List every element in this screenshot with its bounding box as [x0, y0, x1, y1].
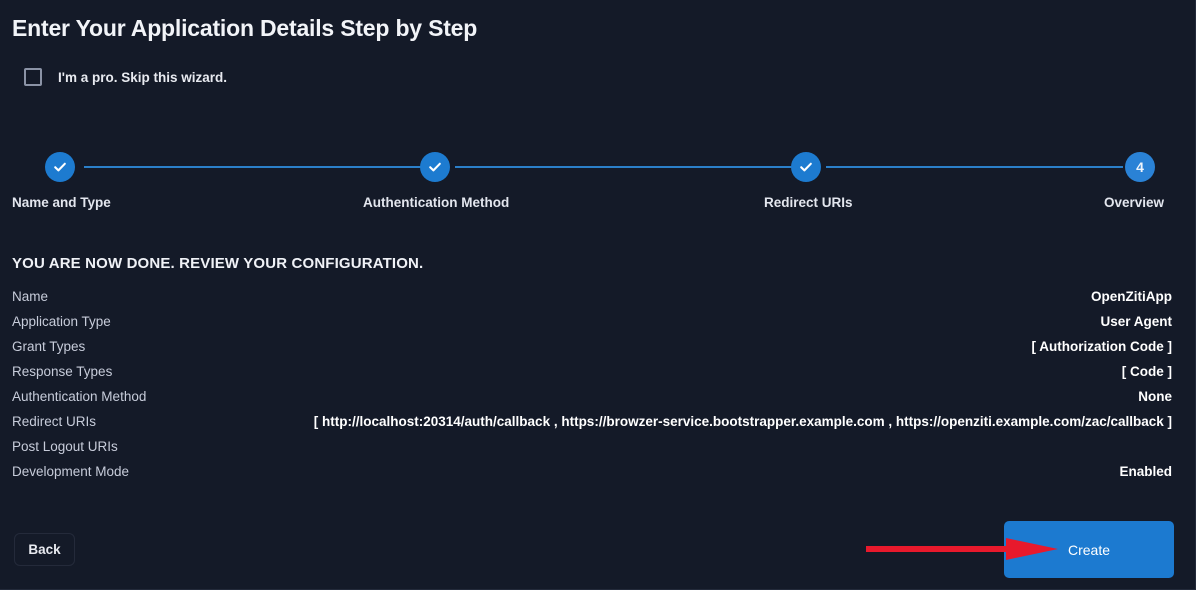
summary-key-authentication-method: Authentication Method: [12, 389, 147, 404]
table-row: Post Logout URIs: [12, 439, 1172, 464]
table-row: Name OpenZitiApp: [12, 289, 1172, 314]
step-connector-3-4: [826, 166, 1123, 168]
step-circle-name-and-type[interactable]: [45, 152, 75, 182]
create-button[interactable]: Create: [1004, 521, 1174, 578]
skip-wizard-label: I'm a pro. Skip this wizard.: [58, 69, 227, 85]
table-row: Application Type User Agent: [12, 314, 1172, 339]
summary-value-application-type: User Agent: [1100, 314, 1172, 329]
table-row: Development Mode Enabled: [12, 464, 1172, 489]
configuration-summary-table: Name OpenZitiApp Application Type User A…: [12, 289, 1172, 489]
summary-key-redirect-uris: Redirect URIs: [12, 414, 97, 429]
summary-value-grant-types: [ Authorization Code ]: [1031, 339, 1172, 354]
table-row: Redirect URIs [ http://localhost:20314/a…: [12, 414, 1172, 439]
summary-value-authentication-method: None: [1138, 389, 1172, 404]
check-icon: [54, 162, 66, 172]
summary-value-redirect-uris: [ http://localhost:20314/auth/callback ,…: [313, 414, 1172, 429]
page-title: Enter Your Application Details Step by S…: [12, 15, 478, 41]
summary-value-name: OpenZitiApp: [1091, 289, 1172, 304]
table-row: Grant Types [ Authorization Code ]: [12, 339, 1172, 364]
step-circle-redirect-uris[interactable]: [791, 152, 821, 182]
wizard-step-labels: Name and Type Authentication Method Redi…: [0, 195, 1196, 215]
step-circle-authentication-method[interactable]: [420, 152, 450, 182]
summary-key-grant-types: Grant Types: [12, 339, 86, 354]
summary-value-development-mode: Enabled: [1119, 464, 1172, 479]
check-icon: [800, 162, 812, 172]
step-number-label: 4: [1136, 159, 1144, 175]
step-connector-1-2: [84, 166, 421, 168]
back-button[interactable]: Back: [14, 533, 75, 566]
checkbox-unchecked-icon[interactable]: [24, 68, 42, 86]
step-label-overview: Overview: [1104, 195, 1165, 210]
check-icon: [429, 162, 441, 172]
summary-value-response-types: [ Code ]: [1121, 364, 1172, 379]
step-label-redirect-uris: Redirect URIs: [764, 195, 853, 210]
wizard-stepper: 4: [0, 152, 1196, 184]
skip-wizard-row[interactable]: I'm a pro. Skip this wizard.: [24, 68, 227, 86]
summary-key-development-mode: Development Mode: [12, 464, 130, 479]
step-label-authentication-method: Authentication Method: [363, 195, 510, 210]
table-row: Response Types [ Code ]: [12, 364, 1172, 389]
summary-key-response-types: Response Types: [12, 364, 113, 379]
summary-key-application-type: Application Type: [12, 314, 111, 329]
step-connector-2-3: [455, 166, 792, 168]
step-label-name-and-type: Name and Type: [12, 195, 111, 210]
table-row: Authentication Method None: [12, 389, 1172, 414]
summary-key-name: Name: [12, 289, 49, 304]
step-circle-overview[interactable]: 4: [1125, 152, 1155, 182]
summary-heading: YOU ARE NOW DONE. REVIEW YOUR CONFIGURAT…: [12, 255, 424, 272]
summary-key-post-logout-uris: Post Logout URIs: [12, 439, 118, 454]
